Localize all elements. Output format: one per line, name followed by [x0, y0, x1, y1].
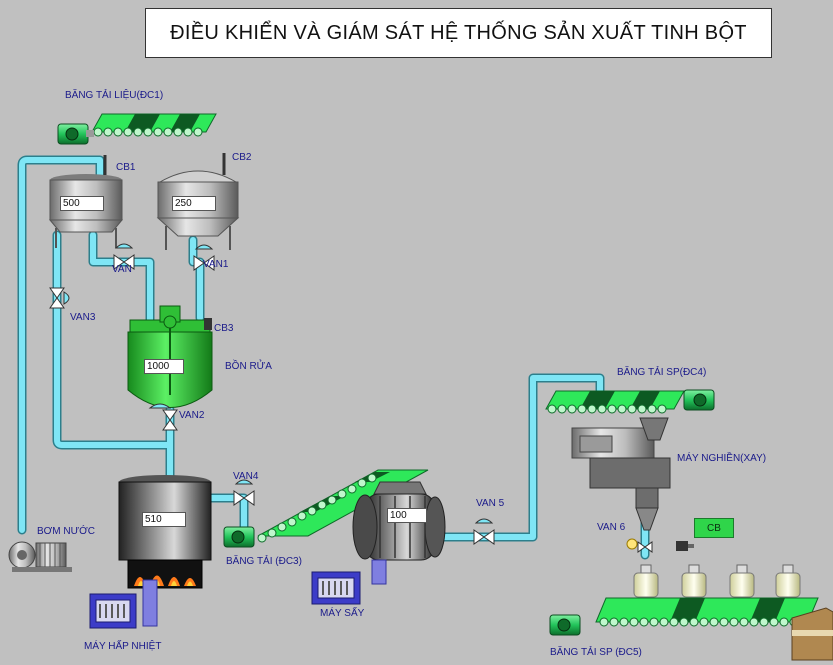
van-label: VAN: [112, 264, 132, 275]
sensor-cb-icon: [676, 541, 694, 551]
cb2-label: CB2: [232, 152, 252, 163]
steamer-machine: [89, 579, 158, 629]
dryer-fan-unit: [311, 571, 361, 605]
van3-label: VAN3: [70, 312, 96, 323]
van2-label: VAN2: [179, 410, 205, 421]
steamer-label: MÁY HẤP NHIỆT: [84, 641, 162, 652]
van6-valve[interactable]: [626, 538, 653, 553]
van5-valve[interactable]: [473, 518, 495, 545]
washing-tank: [127, 305, 213, 408]
cb-button[interactable]: CB: [694, 518, 734, 538]
van-valve[interactable]: [113, 243, 135, 270]
bottles: [633, 564, 801, 598]
water-pump: [8, 541, 72, 572]
steam-cooker: [118, 475, 212, 589]
tank2-level-display: 250: [172, 196, 216, 211]
conveyor-dc3-label: BĂNG TẢI (ĐC3): [226, 556, 302, 567]
van2-valve[interactable]: [148, 403, 178, 431]
dryer-label: MÁY SẤY: [320, 608, 365, 619]
tank1-level-display: 500: [60, 196, 104, 211]
conveyor-dc1: [91, 113, 217, 137]
motor-dc1-icon[interactable]: [57, 123, 94, 145]
dryer-drum: [352, 481, 446, 585]
washing-tank-level-display: 1000: [144, 359, 184, 374]
conveyor-dc5: [595, 597, 819, 627]
van6-label: VAN 6: [597, 522, 626, 533]
conveyor-dc4: [545, 390, 685, 414]
cb1-label: CB1: [116, 162, 136, 173]
van1-valve[interactable]: [193, 244, 215, 271]
dryer-level-display: 100: [387, 508, 427, 523]
grinder-machine: [571, 417, 671, 531]
conveyor-dc4-label: BĂNG TẢI SP(ĐC4): [617, 367, 707, 378]
cooker-level-display: 510: [142, 512, 186, 527]
motor-dc4-icon[interactable]: [683, 389, 715, 411]
van4-valve[interactable]: [233, 479, 255, 506]
motor-dc3-icon[interactable]: [223, 526, 255, 548]
washing-tank-label: BỒN RỬA: [225, 361, 272, 372]
pump-label: BƠM NƯỚC: [37, 526, 95, 537]
cb3-label: CB3: [214, 323, 234, 334]
van5-label: VAN 5: [476, 498, 505, 509]
van3-valve[interactable]: [49, 287, 70, 309]
product-box: [791, 607, 833, 661]
page-title: ĐIỀU KHIỂN VÀ GIÁM SÁT HỆ THỐNG SẢN XUẤT…: [145, 8, 772, 58]
van1-label: VAN1: [203, 259, 229, 270]
conveyor-dc1-label: BĂNG TẢI LIỆU(ĐC1): [65, 90, 164, 101]
van4-label: VAN4: [233, 471, 259, 482]
motor-dc5-icon[interactable]: [549, 614, 581, 636]
grinder-label: MÁY NGHIỀN(XAY): [677, 453, 767, 464]
conveyor-dc5-label: BĂNG TẢI SP (ĐC5): [550, 647, 642, 658]
